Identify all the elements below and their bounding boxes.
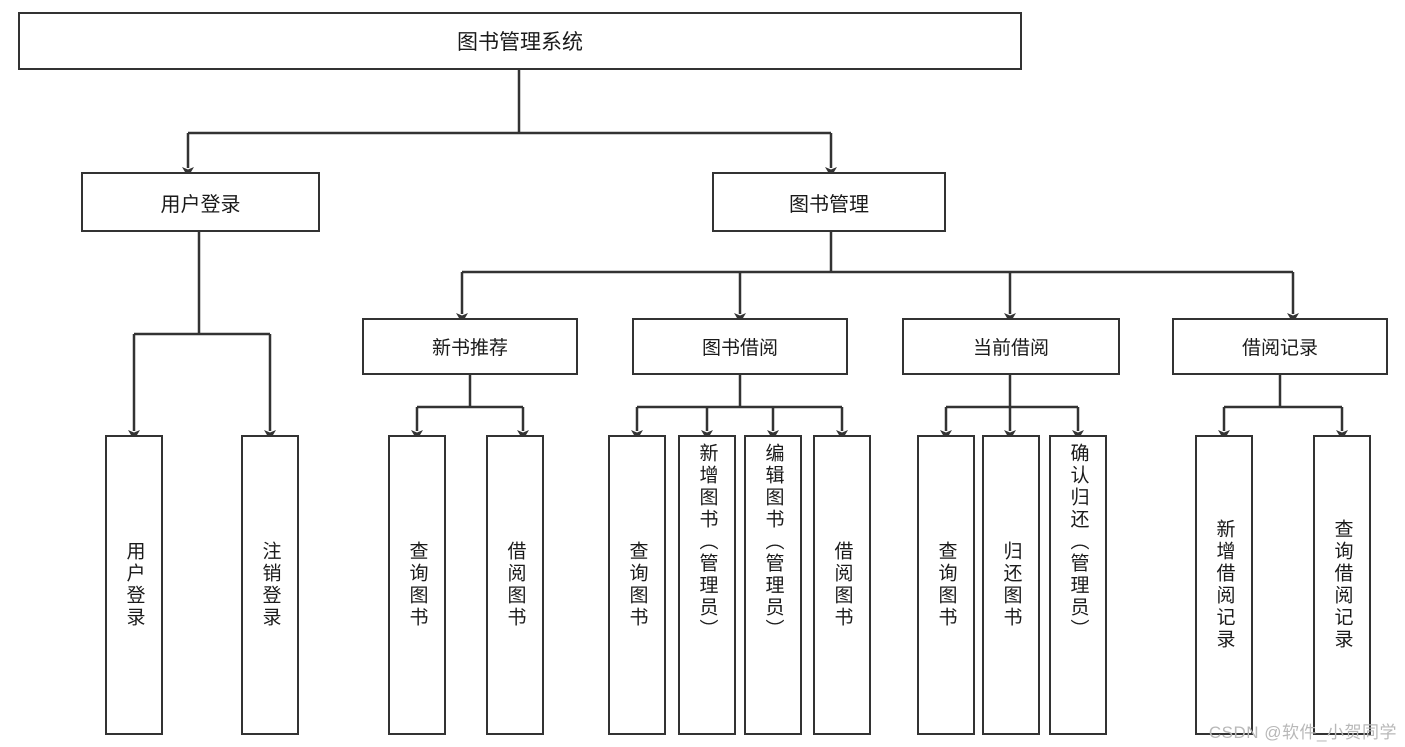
node-leaf-query-book-3[interactable]: 查询图书: [917, 435, 975, 735]
node-label: 新书推荐: [431, 338, 508, 359]
node-label: 编辑图书（管理员）: [762, 443, 784, 641]
node-leaf-add-book[interactable]: 新增图书（管理员）: [678, 435, 736, 735]
node-current-borrow[interactable]: 当前借阅: [902, 318, 1120, 375]
node-label: 查询借阅记录: [1331, 519, 1353, 651]
node-leaf-user-login[interactable]: 用户登录: [105, 435, 163, 735]
node-label: 借阅图书: [831, 541, 853, 629]
node-label: 当前借阅: [972, 338, 1049, 359]
node-leaf-query-book-1[interactable]: 查询图书: [388, 435, 446, 735]
node-label: 图书管理系统: [457, 31, 583, 54]
node-leaf-query-book-2[interactable]: 查询图书: [608, 435, 666, 735]
node-user-login[interactable]: 用户登录: [81, 172, 320, 232]
node-leaf-query-record[interactable]: 查询借阅记录: [1313, 435, 1371, 735]
node-label: 图书借阅: [701, 338, 778, 359]
node-label: 查询图书: [626, 541, 648, 629]
node-label: 图书管理: [789, 193, 869, 216]
node-label: 查询图书: [406, 541, 428, 629]
node-label: 新增图书（管理员）: [696, 443, 718, 641]
node-leaf-borrow-book-1[interactable]: 借阅图书: [486, 435, 544, 735]
node-label: 用户登录: [160, 193, 241, 216]
node-leaf-borrow-book-2[interactable]: 借阅图书: [813, 435, 871, 735]
node-borrow-record[interactable]: 借阅记录: [1172, 318, 1388, 375]
node-leaf-return-book[interactable]: 归还图书: [982, 435, 1040, 735]
watermark-text: CSDN @软件_小贺同学: [1208, 723, 1397, 742]
node-leaf-logout-login[interactable]: 注销登录: [241, 435, 299, 735]
node-label: 查询图书: [935, 541, 957, 629]
node-label: 新增借阅记录: [1213, 519, 1235, 651]
node-label: 确认归还（管理员）: [1067, 443, 1089, 641]
node-new-book-recommend[interactable]: 新书推荐: [362, 318, 578, 375]
node-label: 借阅图书: [504, 541, 526, 629]
node-label: 用户登录: [123, 541, 145, 629]
node-book-management[interactable]: 图书管理: [712, 172, 946, 232]
node-book-management-system[interactable]: 图书管理系统: [18, 12, 1022, 70]
node-label: 注销登录: [259, 541, 281, 629]
node-leaf-confirm-return[interactable]: 确认归还（管理员）: [1049, 435, 1107, 735]
node-leaf-edit-book[interactable]: 编辑图书（管理员）: [744, 435, 802, 735]
node-book-borrow[interactable]: 图书借阅: [632, 318, 848, 375]
node-label: 归还图书: [1000, 541, 1022, 629]
node-leaf-add-record[interactable]: 新增借阅记录: [1195, 435, 1253, 735]
node-label: 借阅记录: [1241, 338, 1318, 359]
